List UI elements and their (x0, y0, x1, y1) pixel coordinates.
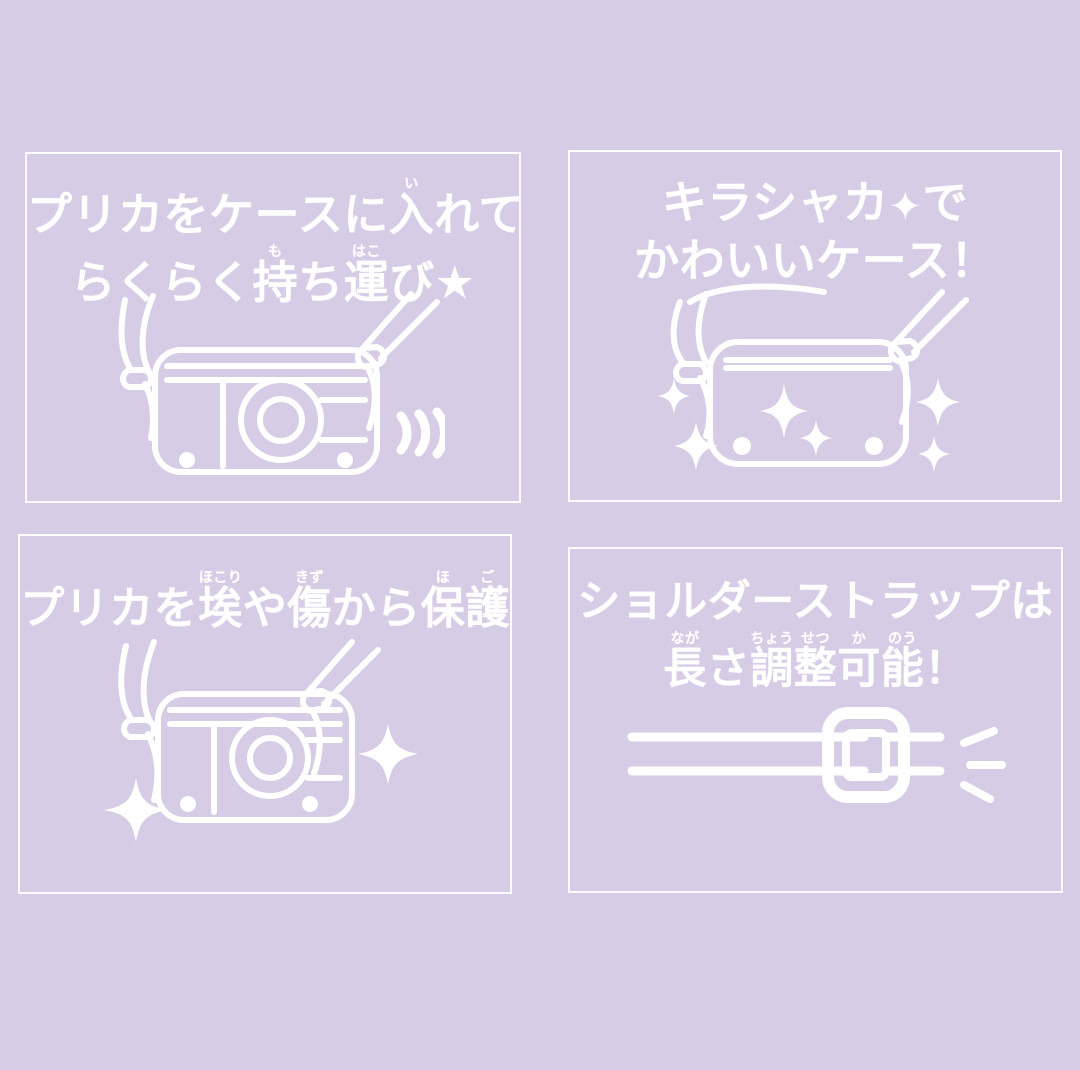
ruby-base: 能 (880, 643, 925, 694)
panel-1-title-line-1: プリカをケースに入いれて (27, 176, 523, 241)
ruby-group: 能のう (880, 632, 925, 694)
text-segment: や (242, 583, 288, 634)
feature-panel-adjustable-strap: ショルダーストラップは 長ながさ調ちょう整せつ可か能のう！ (568, 547, 1063, 893)
ruby-annotation: きず (287, 570, 332, 586)
ruby-annotation: ほ (420, 570, 466, 586)
ruby-group: 傷きず (287, 571, 332, 634)
ruby-annotation: のう (880, 630, 925, 647)
ruby-group: 護ご (465, 571, 510, 634)
ruby-annotation: い (388, 176, 435, 192)
ruby-base: 傷 (287, 583, 332, 634)
card-case-with-strap-and-sparkles-icon (104, 639, 418, 842)
panel-2-title: キラシャカ✦で かわいいケース！ (570, 180, 1060, 284)
ruby-group: 入い (388, 177, 435, 241)
ruby-base: 護 (465, 583, 510, 634)
panel-4-title: ショルダーストラップは 長ながさ調ちょう整せつ可か能のう！ (570, 580, 1061, 692)
case-with-sparkles-icon (658, 283, 969, 472)
text-segment: キラシャカ (661, 176, 889, 229)
text-segment: プリカをケースに (27, 188, 389, 241)
panel-4-title-line-2: 長ながさ調ちょう整せつ可か能のう！ (570, 631, 1061, 692)
ruby-annotation: も (252, 243, 299, 260)
ruby-base: 長 (663, 643, 707, 694)
text-segment: ショルダーストラップは (577, 577, 1054, 627)
ruby-group: 可か (837, 632, 881, 694)
ruby-annotation: せつ (793, 630, 838, 647)
text-segment: ！ (924, 643, 968, 694)
feature-panel-sparkly-cute-case: キラシャカ✦で かわいいケース！ (568, 150, 1062, 502)
ruby-base: 埃 (198, 583, 243, 634)
ruby-annotation: なが (663, 630, 707, 647)
feature-panel-carry-easily: プリカをケースに入いれて らくらく持もち運はこび★ (25, 152, 523, 503)
panel-3-title-line-1: プリカを埃ほこりや傷きずから保ほ護ご (20, 570, 510, 632)
panel-3-title: プリカを埃ほこりや傷きずから保ほ護ご (20, 570, 510, 632)
panel-2-title-line-2: かわいいケース！ (570, 237, 1060, 284)
text-segment: さ (706, 643, 751, 694)
ruby-group: 長なが (663, 632, 707, 694)
ruby-base: 整 (793, 643, 838, 694)
ruby-group: 整せつ (793, 632, 838, 694)
card-case-with-strap-and-motion-lines-icon (118, 291, 445, 475)
strap-with-adjuster-buckle-icon (627, 707, 1006, 803)
ruby-annotation: か (837, 630, 881, 647)
ruby-annotation: ご (465, 570, 510, 586)
ruby-group: 調ちょう (750, 632, 794, 694)
sparkle-icon: ✦ (888, 184, 923, 230)
panel-4-title-line-1: ショルダーストラップは (570, 580, 1061, 625)
ruby-base: 保 (420, 583, 466, 634)
panel-2-title-line-1: キラシャカ✦で (570, 180, 1060, 228)
ruby-group: 保ほ (420, 571, 466, 634)
text-segment: れて (434, 188, 524, 241)
text-segment: から (331, 583, 421, 634)
ruby-group: 埃ほこり (198, 571, 243, 634)
ruby-base: 調 (750, 643, 794, 694)
ruby-annotation: はこ (343, 243, 390, 260)
feature-panel-dust-scratch-protection: プリカを埃ほこりや傷きずから保ほ護ご (18, 534, 512, 894)
ruby-base: 可 (837, 643, 881, 694)
ruby-annotation: ほこり (198, 570, 243, 586)
text-segment: で (922, 176, 969, 229)
ruby-annotation: ちょう (750, 630, 794, 647)
text-segment: プリカを (20, 583, 199, 634)
panel-1-title: プリカをケースに入いれて らくらく持もち運はこび★ (27, 176, 523, 306)
ruby-base: 入 (388, 188, 435, 241)
text-segment: かわいいケース！ (634, 233, 996, 287)
